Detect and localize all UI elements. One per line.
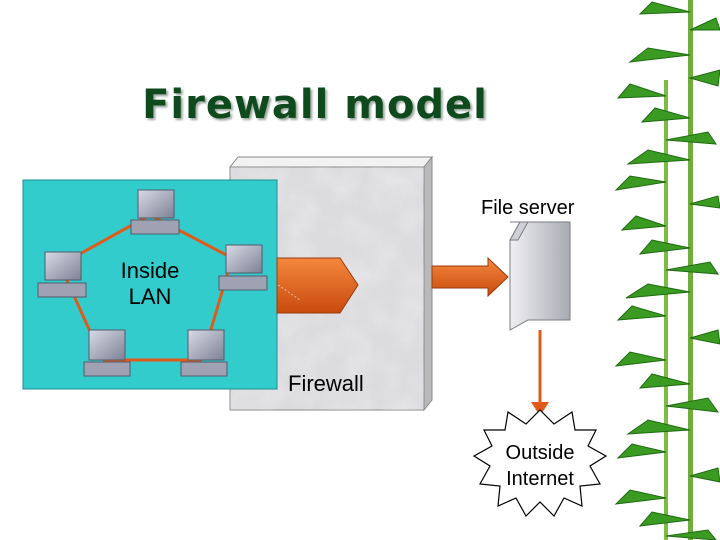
computer-icon <box>130 189 180 235</box>
outside-internet-label-line2: Internet <box>506 468 574 490</box>
inside-lan-label-line1: Inside <box>121 258 180 283</box>
inside-lan-label-line2: LAN <box>129 284 172 309</box>
computer-icon <box>83 329 131 377</box>
computer-icon <box>180 329 228 377</box>
firewall-pass-arrow <box>276 257 359 314</box>
computer-icon <box>37 251 87 298</box>
firewall-label: Firewall <box>288 371 364 396</box>
outside-internet-label-line1: Outside <box>506 442 575 464</box>
starburst-icon <box>472 409 608 517</box>
computer-icon <box>218 244 268 291</box>
file-server-icon <box>509 221 571 331</box>
to-server-arrow <box>431 256 509 298</box>
file-server-label: File server <box>481 197 575 219</box>
to-internet-arrow <box>531 330 549 416</box>
slide-title: Firewall model <box>142 82 488 128</box>
bamboo-decoration <box>612 0 720 540</box>
